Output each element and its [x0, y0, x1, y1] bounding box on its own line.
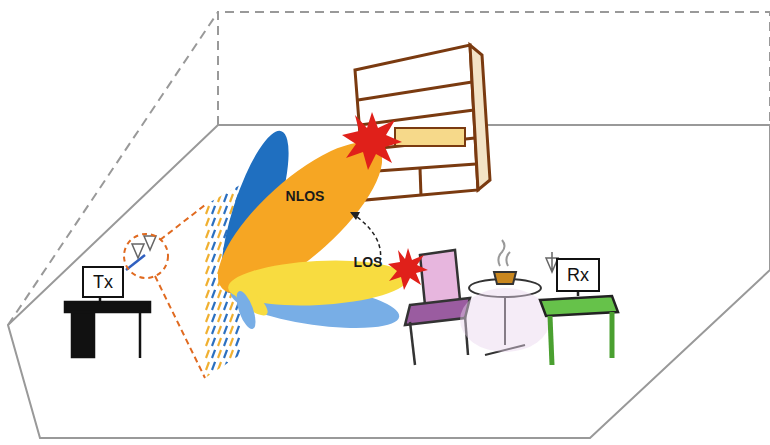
- blockage-star: [388, 248, 428, 290]
- reflection-star: [342, 112, 402, 170]
- monitor-box: Rx: [556, 258, 600, 292]
- bookcase-side: [470, 45, 490, 190]
- cafe-table: [460, 240, 550, 355]
- pc-tower: [72, 312, 94, 357]
- table-top: [540, 296, 618, 316]
- zoom-circle: [124, 234, 168, 278]
- rx-table: [540, 252, 618, 365]
- desk-top: [65, 302, 150, 312]
- back-wall: [218, 12, 770, 125]
- zoom-line: [160, 205, 205, 240]
- zoom-line: [155, 276, 205, 378]
- side-lobe: [233, 289, 260, 331]
- node-label: Tx: [93, 272, 113, 293]
- monitor-box: Tx: [82, 266, 124, 298]
- steam: [498, 240, 510, 266]
- beam-label: LOS: [354, 254, 383, 270]
- books: [395, 128, 465, 146]
- table-leg: [550, 316, 552, 365]
- antenna-wire: [126, 255, 145, 270]
- chair-leg: [410, 322, 415, 365]
- shelf: [358, 82, 472, 100]
- cup: [494, 272, 516, 284]
- table-leg: [610, 312, 615, 358]
- monitor-stand: [577, 292, 580, 296]
- shelf: [360, 110, 474, 125]
- side-wall: [8, 12, 218, 325]
- antenna: [132, 236, 156, 258]
- chair-back: [420, 250, 460, 305]
- node-label: Rx: [567, 265, 589, 286]
- tx-desk: [65, 236, 156, 358]
- arrow-head: [350, 212, 360, 220]
- desk-leg: [139, 312, 142, 358]
- beam-label: NLOS: [286, 188, 325, 204]
- room: [8, 12, 770, 438]
- shadow: [460, 288, 550, 352]
- door-split: [420, 168, 421, 196]
